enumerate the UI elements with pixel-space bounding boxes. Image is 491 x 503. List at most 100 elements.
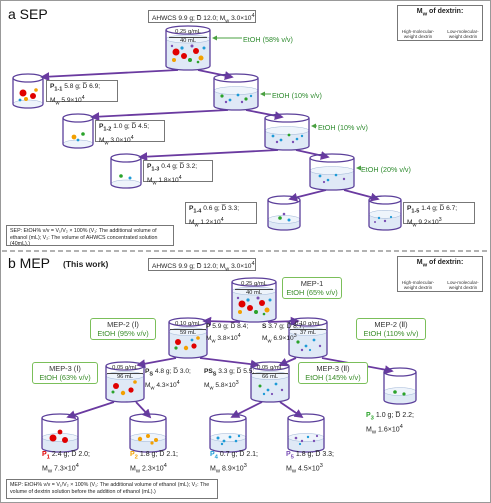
liquid-surface — [209, 433, 247, 442]
dextrin-particle — [133, 380, 137, 384]
dextrin-particle — [298, 442, 302, 446]
base — [309, 185, 355, 191]
intermediate-s: S 3.7 g; D̅ 8.7; Mw 6.9×103 — [262, 323, 305, 344]
dextrin-particle — [236, 296, 240, 300]
dextrin-particle — [146, 434, 150, 438]
dextrin-particle — [220, 442, 224, 446]
arrow-mep-2b — [199, 357, 260, 369]
dextrin-particle — [246, 298, 250, 302]
base — [250, 397, 290, 403]
base — [129, 447, 167, 453]
dextrin-particle — [315, 434, 319, 438]
intermediate-p: P 5.9 g; D̅ 8.4; Mw 3.8×104 — [206, 323, 249, 344]
base — [62, 143, 94, 149]
ethanol-arrows — [212, 35, 361, 171]
dextrin-particle — [174, 346, 178, 350]
arrow-sep-1a — [40, 69, 179, 82]
mep-p1-cylinder — [41, 413, 79, 453]
mep-p5-cylinder — [287, 413, 325, 453]
dextrin-particle — [256, 296, 260, 300]
dextrin-particle — [30, 93, 36, 99]
dextrin-particle — [287, 133, 291, 137]
dextrin-particle — [196, 60, 200, 64]
step-mep-3-i: MEP-3 (Ⅰ)EtOH (63% v/v) — [32, 362, 98, 384]
rim — [165, 25, 211, 35]
liquid-surface — [383, 387, 417, 396]
mep-p-cylinder — [168, 317, 208, 359]
dextrin-particle — [49, 434, 57, 442]
mep-title: b MEP — [8, 255, 51, 271]
dextrin-particle — [318, 344, 322, 348]
sep-note: SEP: EtOH% v/v = V₁/V₂ × 100% (V₁: The a… — [6, 225, 174, 247]
dextrin-particle — [128, 387, 134, 393]
sep-fraction-p1-2: P1-2 1.0 g; D̅ 4.5; Mw 3.0×104 — [95, 120, 165, 146]
rim — [110, 153, 142, 163]
arrow-sep-2b — [245, 109, 284, 121]
rim — [288, 317, 328, 327]
dextrin-particle — [287, 218, 291, 222]
sep-mid-cylinder-2 — [264, 113, 310, 151]
arrow-sep-2a — [90, 109, 229, 122]
dextrin-particle — [389, 215, 393, 219]
dextrin-particle — [247, 305, 253, 311]
liquid — [214, 90, 258, 110]
dextrin-particle — [402, 392, 406, 396]
dextrin-particle — [259, 300, 265, 306]
dextrin-particle — [228, 435, 232, 439]
mep-p4-cylinder — [209, 413, 247, 453]
dextrin-particle — [76, 138, 80, 142]
dextrin-particle — [240, 100, 244, 104]
dextrin-particle — [172, 58, 176, 62]
rim — [41, 413, 79, 423]
liquid — [268, 219, 300, 230]
intermediate-ps: PS 4.8 g; D̅ 3.0; Mw 4.3×104 — [145, 368, 191, 392]
dextrin-particle — [236, 93, 240, 97]
dextrin-particle — [374, 221, 376, 223]
dextrin-particle — [154, 438, 158, 442]
rim — [129, 413, 167, 423]
dextrin-particle — [238, 300, 246, 308]
rim — [309, 153, 355, 163]
liquid — [289, 331, 327, 358]
mep-p2-cylinder — [129, 413, 167, 453]
step-mep-2-ii: MEP-2 (Ⅱ)EtOH (110% v/v) — [356, 318, 426, 340]
sep-etoh-3: EtOH (10% v/v) — [318, 123, 368, 132]
dextrin-particle — [71, 134, 77, 140]
dextrin-particle — [137, 436, 143, 442]
mep-subtitle: (This work) — [63, 259, 109, 269]
dextrin-particle — [268, 298, 272, 302]
liquid-surface — [287, 433, 325, 442]
dextrin-particle — [244, 97, 248, 101]
base — [41, 447, 79, 453]
dextrin-particle — [222, 439, 226, 443]
sep-etoh-2: EtOH (10% v/v) — [272, 91, 322, 100]
arrow-mep-2a — [136, 357, 177, 369]
sep-p1-3-cylinder — [110, 153, 142, 189]
rim — [105, 361, 145, 371]
dextrin-particle — [270, 392, 274, 396]
dextrin-particle — [308, 348, 312, 352]
dextrin-particle — [304, 344, 308, 348]
base — [213, 105, 259, 111]
dextrin-particle — [191, 343, 197, 349]
sep-start-box: AHWCS 9.9 g; D̅ 12.0; Mw 3.0×104 — [148, 10, 256, 25]
base — [231, 317, 277, 323]
liquid-surface — [41, 433, 79, 442]
dextrin-particle — [19, 89, 27, 97]
mep-p3-cylinder — [383, 367, 417, 405]
liquid-surface — [213, 86, 259, 95]
dextrin-particle — [271, 134, 275, 138]
dextrin-particle — [300, 348, 304, 352]
sep-fraction-p1-1: P1-1 5.8 g; D̅ 6.9; Mw 5.9×104 — [46, 80, 118, 106]
dextrin-particle — [280, 388, 284, 392]
dextrin-particle — [291, 140, 295, 144]
dextrin-particle — [34, 88, 38, 92]
dextrin-particle — [294, 436, 298, 440]
base — [165, 65, 211, 71]
legend-low: Low-molecular-weight dextrin — [447, 29, 479, 40]
arrow-mep-1a — [202, 316, 241, 326]
dextrin-particle — [172, 48, 180, 56]
sep-mid-cylinder-3 — [309, 153, 355, 191]
